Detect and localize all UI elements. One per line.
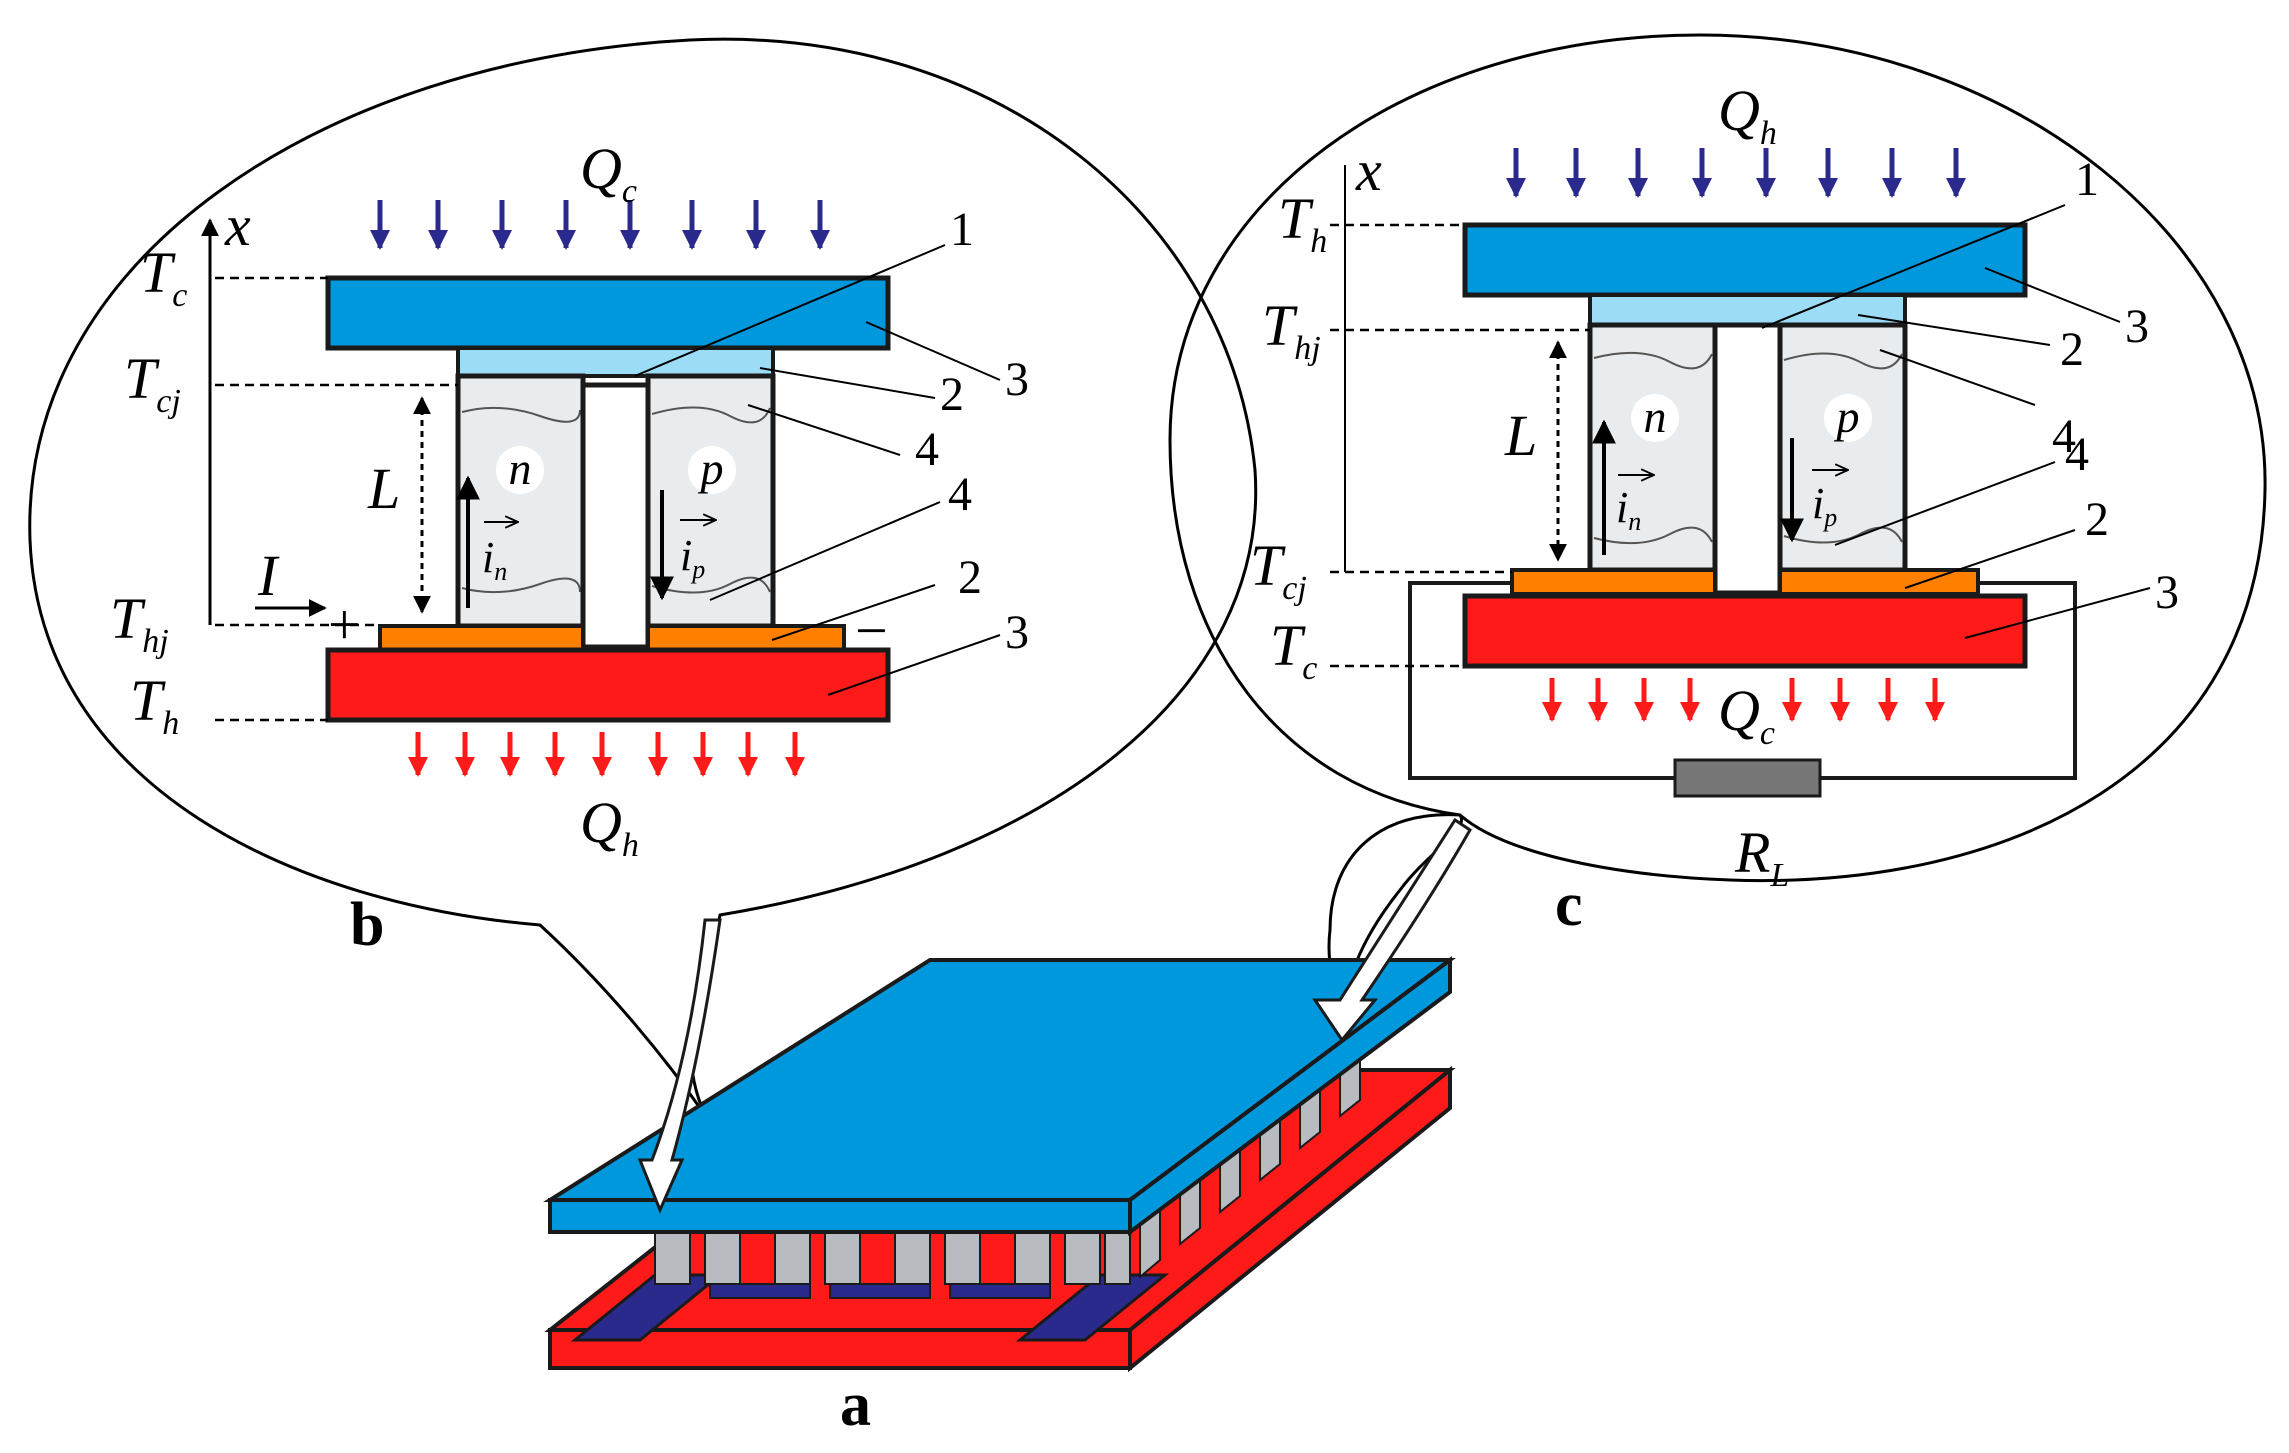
callout-3: 3 <box>2125 300 2149 353</box>
p-type-label: p <box>698 443 724 494</box>
callout-2: 2 <box>958 551 982 604</box>
carrier-current-p: ip <box>1812 479 1837 532</box>
bottom-plate-side-face <box>1128 1065 1452 1373</box>
callout-2: 2 <box>940 368 964 421</box>
central-divider <box>580 382 651 650</box>
carrier-current-n: in <box>482 533 507 586</box>
temp-label: Th <box>1278 186 1327 260</box>
current-label: I <box>257 543 280 608</box>
top-plate-front-face <box>548 1198 1132 1234</box>
heat-qc-label: Qc <box>1718 678 1775 752</box>
callout-2: 2 <box>2085 493 2109 546</box>
cold-junction-conductor-left <box>1510 568 1717 596</box>
bottom-ceramic-plate <box>1462 593 2028 669</box>
callout-4: 4 <box>948 468 972 521</box>
hot-heat-arrows-c <box>1506 148 1966 198</box>
callout-1: 1 <box>2075 153 2099 206</box>
panel-b-label: b <box>350 891 384 959</box>
hot-heat-arrows-b <box>408 732 805 777</box>
temp-label: Th <box>130 668 179 742</box>
bottom-ceramic-plate <box>325 647 891 723</box>
temp-label: Tcj <box>124 346 181 420</box>
panel-a-module: a <box>543 956 1456 1439</box>
temp-label: Tcj <box>1250 533 1307 607</box>
central-divider <box>1712 322 1783 596</box>
hot-junction-conductor-right <box>646 624 846 652</box>
load-circuit-wire <box>1408 581 1675 780</box>
carrier-current-p: ip <box>680 531 705 584</box>
callout-3: 3 <box>1005 353 1029 406</box>
panel-c: Qh Qc RL x Th Thj <box>1250 78 2179 939</box>
temp-label: Tc <box>1270 613 1317 687</box>
p-type-label: p <box>1834 391 1860 442</box>
minus-terminal: − <box>855 598 888 663</box>
cold-heat-arrows-c <box>1542 678 1945 722</box>
carrier-current-n: in <box>1616 483 1641 536</box>
callout-1: 1 <box>950 203 974 256</box>
hot-junction-conductor-left <box>378 624 585 652</box>
callout-2: 2 <box>2060 323 2084 376</box>
cold-junction-conductor <box>456 346 775 378</box>
callout-4: 4 <box>2065 428 2089 481</box>
pointer-arrow-c <box>1312 817 1472 1043</box>
temp-label: Tc <box>140 240 187 314</box>
pointer-arrow-b <box>637 918 722 1214</box>
n-leg <box>1587 322 1718 573</box>
plus-terminal: + <box>328 592 361 657</box>
heat-qc-label: Qc <box>580 136 637 210</box>
top-ceramic-plate <box>325 275 891 351</box>
n-type-label: n <box>509 443 532 494</box>
length-label-c: L <box>1504 403 1537 468</box>
n-type-label: n <box>1644 391 1667 442</box>
panel-a-label: a <box>840 1371 871 1439</box>
heat-qh-label: Qh <box>1718 78 1777 152</box>
callout-3: 3 <box>1005 606 1029 659</box>
length-label-b: L <box>367 456 400 521</box>
cold-heat-arrows-b <box>370 200 830 250</box>
load-resistor-label: RL <box>1734 820 1789 894</box>
panel-b: Qc Qh x Tc Tcj Thj Th <box>110 136 1029 959</box>
temp-label: Thj <box>110 586 169 660</box>
callout-3: 3 <box>2155 566 2179 619</box>
hot-junction-conductor <box>1588 293 1907 327</box>
callout-4: 4 <box>915 423 939 476</box>
p-leg <box>1777 322 1908 573</box>
x-axis-label-b: x <box>224 193 251 258</box>
x-axis-label-c: x <box>1355 138 1382 203</box>
terminal-lead-right <box>1015 1273 1170 1342</box>
heat-qh-label: Qh <box>580 790 639 864</box>
panel-c-label: c <box>1555 871 1583 939</box>
callout-4: 4 <box>2052 410 2076 463</box>
p-leg <box>645 373 776 629</box>
temp-label: Thj <box>1262 293 1321 367</box>
top-ceramic-plate <box>1462 222 2028 298</box>
load-resistor <box>1673 758 1822 798</box>
